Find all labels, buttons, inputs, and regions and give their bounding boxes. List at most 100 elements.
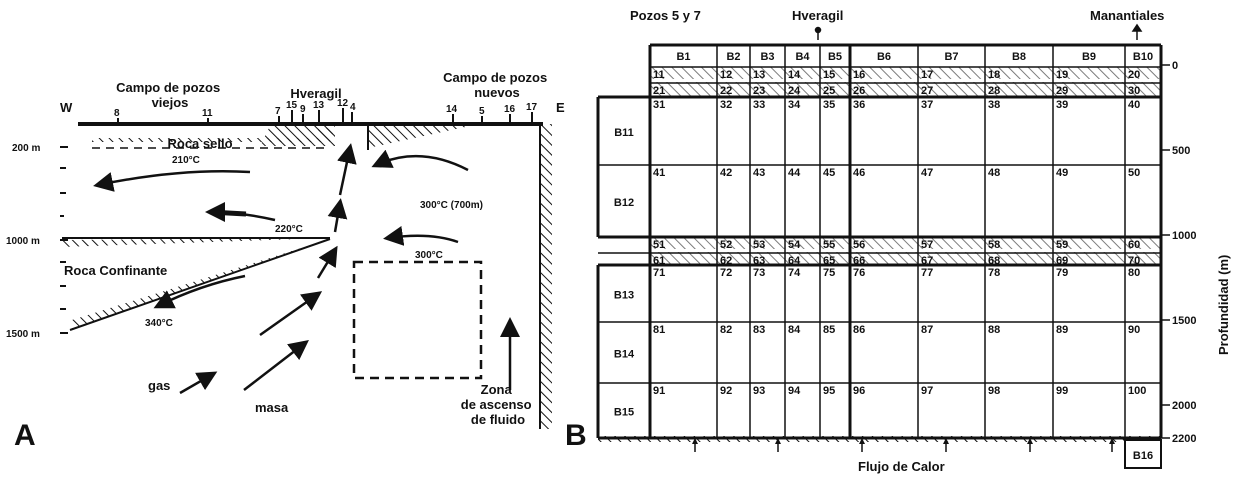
cell-92: 92 — [720, 385, 732, 397]
cell-31: 31 — [653, 99, 665, 111]
well-9: 9 — [300, 104, 306, 115]
cell-28: 28 — [988, 85, 1000, 97]
temp-300-700m: 300°C (700m) — [420, 200, 483, 211]
well-15: 15 — [286, 100, 298, 111]
top-block-b8: B8 — [1012, 51, 1026, 63]
depth-axis-left — [60, 147, 68, 333]
confining-rock-label: Roca Confinante — [64, 263, 167, 278]
cell-40: 40 — [1128, 99, 1140, 111]
bottom-block-b16: B16 — [1133, 450, 1153, 462]
well-8: 8 — [114, 108, 120, 119]
panel-a-letter: A — [14, 419, 36, 452]
cell-76: 76 — [853, 267, 865, 279]
cell-61: 61 — [653, 255, 665, 267]
well-17: 17 — [526, 102, 538, 113]
top-block-b3: B3 — [760, 51, 774, 63]
cell-37: 37 — [921, 99, 933, 111]
cell-26: 26 — [853, 85, 865, 97]
well-14: 14 — [446, 104, 458, 115]
cell-83: 83 — [753, 324, 765, 336]
cell-100: 100 — [1128, 385, 1146, 397]
cell-86: 86 — [853, 324, 865, 336]
cell-11: 11 — [653, 69, 665, 81]
panel-b: B Pozos 5 y 7 Hveragil Manantiales Flujo… — [565, 8, 1231, 474]
well-12: 12 — [337, 98, 349, 109]
arrow-left-from-right-mid — [388, 236, 458, 242]
east-label: E — [556, 100, 565, 115]
cell-34: 34 — [788, 99, 801, 111]
hveragil-label-b: Hveragil — [792, 8, 843, 23]
cell-50: 50 — [1128, 167, 1140, 179]
cell-14: 14 — [788, 69, 801, 81]
arrow-up-deep — [318, 250, 335, 278]
well-16: 16 — [504, 104, 516, 115]
cell-84: 84 — [788, 324, 801, 336]
cell-36: 36 — [853, 99, 865, 111]
cell-87: 87 — [921, 324, 933, 336]
cell-58: 58 — [988, 239, 1000, 251]
side-block-b12: B12 — [614, 197, 634, 209]
arrow-mass — [244, 343, 305, 390]
cell-63: 63 — [753, 255, 765, 267]
temp-340: 340°C — [145, 318, 173, 329]
top-block-b9: B9 — [1082, 51, 1096, 63]
cell-90: 90 — [1128, 324, 1140, 336]
cell-88: 88 — [988, 324, 1000, 336]
cell-74: 74 — [788, 267, 801, 279]
west-label: W — [60, 100, 73, 115]
cell-35: 35 — [823, 99, 835, 111]
depth-tick-1000: 1000 — [1172, 230, 1196, 242]
cell-65: 65 — [823, 255, 835, 267]
mass-label: masa — [255, 400, 289, 415]
cell-43: 43 — [753, 167, 765, 179]
new-wells-label: Campo de pozos nuevos — [443, 70, 551, 100]
arrow-mass-mid — [260, 294, 318, 335]
arrow-left-from-right-upper — [376, 156, 468, 170]
cell-32: 32 — [720, 99, 732, 111]
cell-96: 96 — [853, 385, 865, 397]
cell-38: 38 — [988, 99, 1000, 111]
depth-tick-0: 0 — [1172, 60, 1178, 72]
side-block-b13: B13 — [614, 290, 634, 302]
cell-66: 66 — [853, 255, 865, 267]
cell-45: 45 — [823, 167, 835, 179]
side-block-b14: B14 — [614, 349, 635, 361]
cell-56: 56 — [853, 239, 865, 251]
arrow-up-mid — [335, 203, 340, 232]
cell-79: 79 — [1056, 267, 1068, 279]
cell-47: 47 — [921, 167, 933, 179]
cell-69: 69 — [1056, 255, 1068, 267]
cell-75: 75 — [823, 267, 835, 279]
cell-60: 60 — [1128, 239, 1140, 251]
cell-27: 27 — [921, 85, 933, 97]
depth-label-1500: 1500 m — [6, 329, 40, 340]
arrow-up-central — [340, 148, 350, 195]
depth-tick-1500: 1500 — [1172, 315, 1196, 327]
cell-13: 13 — [753, 69, 765, 81]
cell-25: 25 — [823, 85, 835, 97]
cell-19: 19 — [1056, 69, 1068, 81]
cell-53: 53 — [753, 239, 765, 251]
panel-a: A W E Campo de pozos viejos Campo de poz… — [6, 70, 565, 452]
cell-49: 49 — [1056, 167, 1068, 179]
confining-rock-layer — [62, 238, 330, 247]
arrow-gas — [180, 374, 213, 393]
top-block-b1: B1 — [676, 51, 690, 63]
well-5: 5 — [479, 106, 485, 117]
well-11: 11 — [202, 108, 213, 119]
cell-85: 85 — [823, 324, 835, 336]
well-13: 13 — [313, 100, 325, 111]
upflow-line2: de ascenso — [461, 397, 532, 412]
wells-5-7-label: Pozos 5 y 7 — [630, 8, 701, 23]
depth-tick-2200: 2200 — [1172, 433, 1196, 445]
cell-78: 78 — [988, 267, 1000, 279]
panel-b-letter: B — [565, 419, 587, 452]
well-4: 4 — [350, 102, 356, 113]
cell-91: 91 — [653, 385, 665, 397]
cell-30: 30 — [1128, 85, 1140, 97]
cell-41: 41 — [653, 167, 665, 179]
cell-71: 71 — [653, 267, 665, 279]
top-block-b5: B5 — [828, 51, 842, 63]
depth-tick-500: 500 — [1172, 145, 1190, 157]
